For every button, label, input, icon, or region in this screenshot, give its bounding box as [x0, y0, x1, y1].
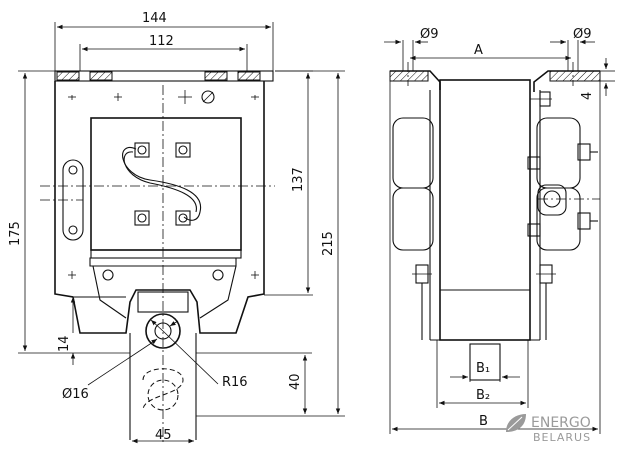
- side-view: Ø9 Ø9 A 4 B₁ B₂ B: [384, 27, 615, 434]
- terminal-block: [134, 142, 191, 226]
- leaf-icon: [506, 414, 526, 432]
- front-view: 144 112 175 14 137 215 40 45: [8, 11, 345, 445]
- dim-112: 112: [149, 34, 174, 49]
- dim-A: A: [474, 43, 483, 58]
- dim-B: B: [479, 414, 488, 429]
- dim-4: 4: [580, 92, 595, 100]
- dim-45: 45: [155, 428, 172, 443]
- dim-144: 144: [142, 11, 167, 26]
- dim-215: 215: [321, 231, 336, 256]
- dim-14: 14: [57, 335, 72, 352]
- dim-175: 175: [8, 221, 23, 246]
- dim-B1: B₁: [476, 361, 490, 376]
- watermark-line2: BELARUS: [533, 431, 591, 444]
- watermark-logo: ENERGO BELARUS: [506, 414, 591, 444]
- dim-r16: R16: [222, 375, 248, 390]
- dim-137: 137: [291, 167, 306, 192]
- wire: [122, 147, 202, 221]
- dim-dia9-left: Ø9: [420, 27, 439, 42]
- dim-dia9-right: Ø9: [573, 27, 592, 42]
- dim-dia16: Ø16: [62, 387, 89, 402]
- dim-B2: B₂: [476, 388, 490, 403]
- watermark-line1: ENERGO: [531, 415, 591, 431]
- dim-40: 40: [288, 373, 303, 390]
